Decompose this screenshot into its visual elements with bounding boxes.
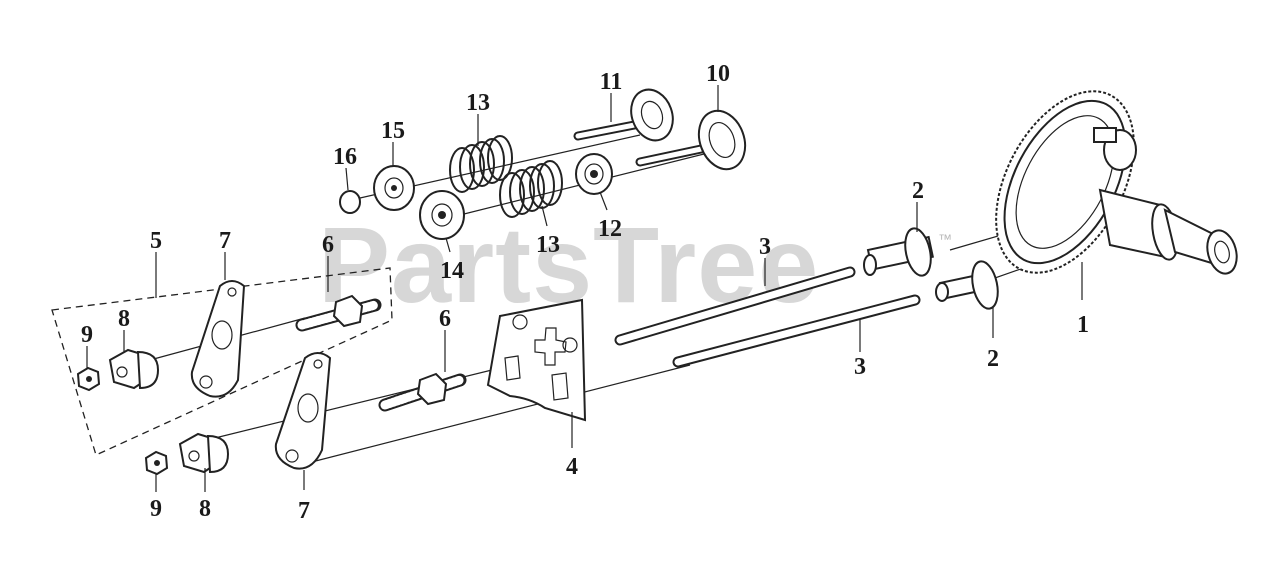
callout-5: 5 (150, 228, 162, 254)
push-rod-guide-plate (486, 298, 587, 422)
lock-nut-upper (76, 366, 101, 392)
callout-12: 12 (598, 216, 622, 242)
rocker-stud-lower (378, 372, 467, 412)
push-rod-upper (614, 266, 856, 346)
callout-2-lower: 2 (987, 346, 999, 372)
watermark-trademark: ™ (938, 231, 952, 247)
rocker-arm-lower (274, 352, 332, 470)
callout-6-lower: 6 (439, 306, 451, 332)
spring-seat (419, 190, 465, 240)
callout-labels: 1 2 2 3 3 4 5 6 6 7 7 8 8 9 9 10 11 12 1… (81, 61, 1089, 524)
callout-3-upper: 3 (759, 234, 771, 260)
callout-6-upper: 6 (322, 232, 334, 258)
callout-13-lower: 13 (536, 232, 560, 258)
rocker-arm-upper (190, 280, 246, 398)
callout-16: 16 (333, 144, 357, 170)
lock-nut-lower (144, 450, 169, 476)
valve-spring-upper (449, 135, 513, 193)
callout-3-lower: 3 (854, 354, 866, 380)
pivot-nut-lower (178, 432, 230, 474)
callout-11: 11 (600, 69, 623, 95)
callout-14: 14 (440, 258, 464, 284)
camshaft-gear (995, 90, 1238, 275)
rocker-assembly-group-outline (51, 267, 393, 456)
spring-retainer (575, 153, 613, 195)
callout-7-upper: 7 (219, 228, 231, 254)
valve-spring-lower (499, 160, 563, 218)
valve-exhaust (635, 109, 747, 171)
tappet-lower (935, 260, 999, 310)
valve-cap (339, 190, 361, 214)
rocker-stud-upper (295, 294, 382, 332)
callout-7-lower: 7 (298, 498, 310, 524)
callout-8-upper: 8 (118, 306, 130, 332)
valve-retainer-cap (373, 165, 415, 211)
tappet-upper (863, 227, 934, 277)
watermark: PartsTree ™ (318, 204, 952, 325)
callout-2-upper: 2 (912, 178, 924, 204)
valve-intake (573, 88, 674, 142)
callout-13-upper: 13 (466, 90, 490, 116)
callout-10: 10 (706, 61, 730, 87)
pivot-nut-upper (108, 348, 160, 390)
callout-8-lower: 8 (199, 496, 211, 522)
callout-9-lower: 9 (150, 496, 162, 522)
callout-4: 4 (566, 454, 578, 480)
callout-9-upper: 9 (81, 322, 93, 348)
callout-15: 15 (381, 118, 405, 144)
callout-1: 1 (1077, 312, 1089, 338)
leader-lines (86, 85, 1083, 492)
push-rod-lower (672, 294, 921, 368)
